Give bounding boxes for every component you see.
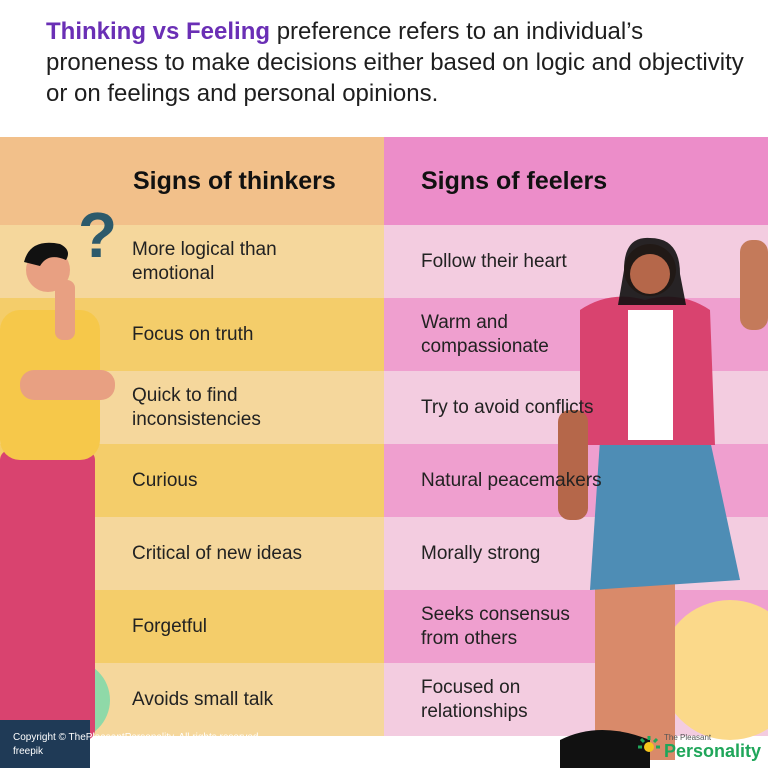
item-text: Follow their heart <box>421 250 567 272</box>
item-text: Focused on relationships <box>421 676 528 722</box>
intro-text: Thinking vs Feeling preference refers to… <box>46 16 746 109</box>
intro-body: preference refers to an individual’s pro… <box>46 18 744 107</box>
intro-highlight: Thinking vs Feeling <box>46 18 271 45</box>
item-text: Critical of new ideas <box>132 542 303 564</box>
footer: Copyright © ThePleasantPersonality. All … <box>13 731 261 759</box>
item-text: Try to avoid conflicts <box>421 396 594 418</box>
item-text: Natural peacemakers <box>421 469 602 491</box>
item-text: Avoids small talk <box>132 688 274 710</box>
sun-logo-icon <box>638 735 660 752</box>
question-mark-icon: ? <box>78 199 118 271</box>
item-text: Curious <box>132 469 198 491</box>
item-text: Seeks consensus from others <box>421 603 570 649</box>
item-text: Quick to find inconsistencies <box>132 384 261 430</box>
thinker-illustration <box>0 242 115 768</box>
item-text: Focus on truth <box>132 323 254 345</box>
logo-small-text: The Pleasant <box>664 733 712 742</box>
item-text: More logical than emotional <box>132 238 277 284</box>
logo-big-text: Personality <box>664 741 762 761</box>
feelers-title: Signs of feelers <box>384 137 768 225</box>
feeler-illustration <box>558 237 768 768</box>
item-text: Forgetful <box>132 615 207 637</box>
list-item: Follow their heart <box>384 225 768 298</box>
thinkers-title: Signs of thinkers <box>0 137 384 225</box>
credit-text: freepik <box>13 746 44 757</box>
item-text: Morally strong <box>421 542 541 564</box>
copyright-text: Copyright © ThePleasantPersonality. All … <box>13 732 262 743</box>
item-text: Warm and compassionate <box>421 311 549 357</box>
